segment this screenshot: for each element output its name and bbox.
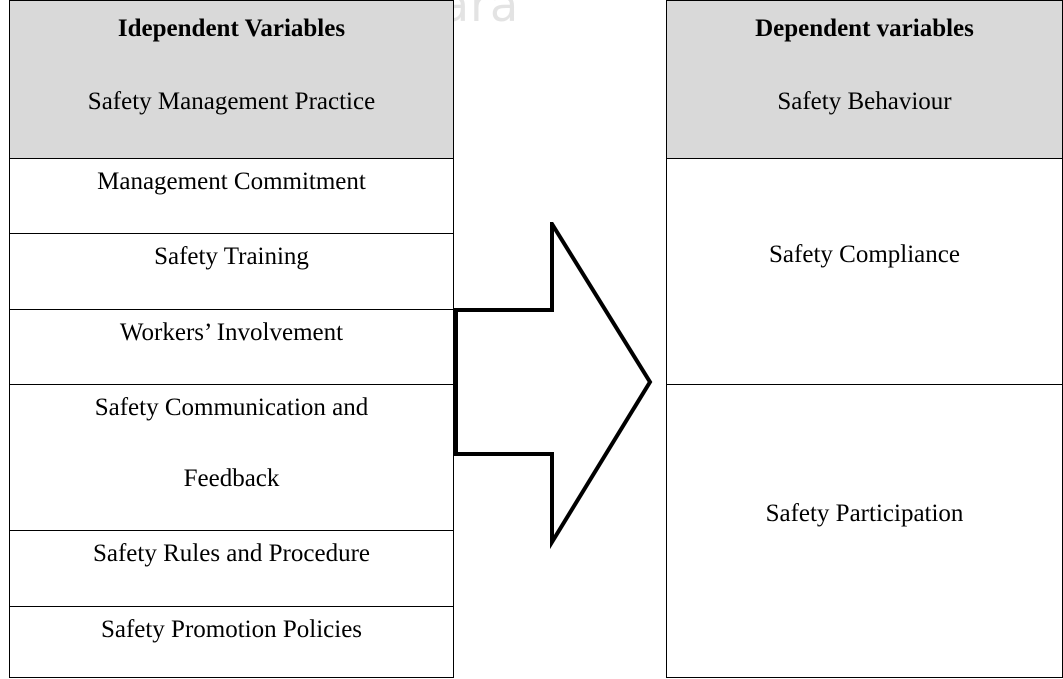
independent-variables-box: Idependent Variables Safety Management P… [9,0,454,678]
independent-item-line: Management Commitment [97,168,366,195]
dependent-header: Dependent variables Safety Behaviour [667,1,1062,159]
arrow-right-icon [454,222,653,550]
dependent-variables-box: Dependent variables Safety Behaviour Saf… [666,0,1063,678]
independent-title: Idependent Variables [117,15,346,42]
dependent-subtitle: Safety Behaviour [777,88,952,115]
independent-item: Safety Rules and Procedure [10,531,453,607]
independent-header: Idependent Variables Safety Management P… [10,1,453,159]
independent-item: Safety Communication and Feedback [10,385,453,531]
independent-item-line: Safety Communication and [94,394,369,421]
independent-item-line: Safety Training [154,243,309,270]
independent-item: Management Commitment [10,159,453,234]
independent-item-line: Safety Promotion Policies [100,616,363,643]
independent-item-line: Feedback [183,465,280,492]
dependent-item: Safety Participation [667,385,1062,679]
dependent-item: Safety Compliance [667,159,1062,385]
independent-item: Safety Promotion Policies [10,607,453,679]
independent-subtitle: Safety Management Practice [87,88,376,115]
dependent-item-line: Safety Compliance [769,241,960,268]
independent-item-line: Safety Rules and Procedure [92,540,370,567]
independent-item-line: Workers’ Involvement [119,319,344,346]
dependent-title: Dependent variables [755,15,974,42]
independent-item: Workers’ Involvement [10,310,453,385]
independent-item: Safety Training [10,234,453,310]
dependent-item-line: Safety Participation [765,500,964,527]
